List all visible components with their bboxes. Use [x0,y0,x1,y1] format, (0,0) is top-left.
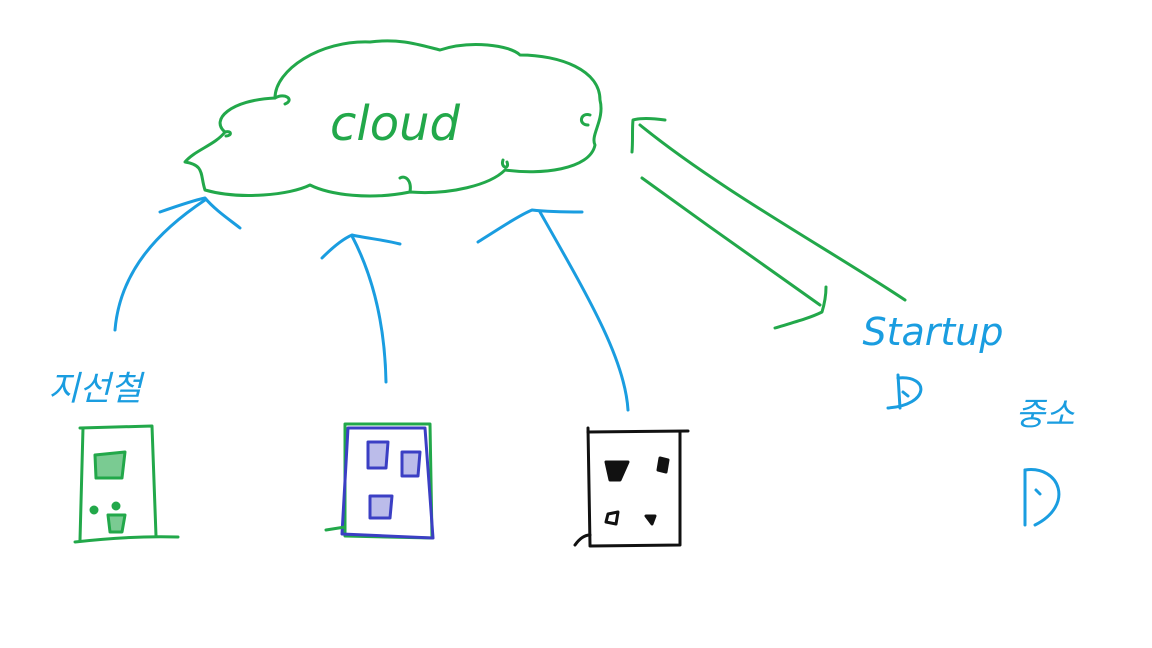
building-icon [73,424,180,544]
startup-label: Startup [862,310,1003,354]
cloud-label: cloud [330,96,461,152]
right-label: 중소 [1016,395,1075,433]
building-icon [324,422,435,540]
cloud-icon [183,39,603,198]
left-label: 지선철 [48,369,145,409]
arrow-right-to-cloud [476,208,630,412]
arrow-startup-cloud [630,117,907,330]
arrow-left-to-cloud [113,196,242,332]
person-icon [1023,468,1061,527]
building-icon [573,426,690,548]
arrow-middle-to-cloud [320,233,402,384]
person-icon [886,373,923,410]
